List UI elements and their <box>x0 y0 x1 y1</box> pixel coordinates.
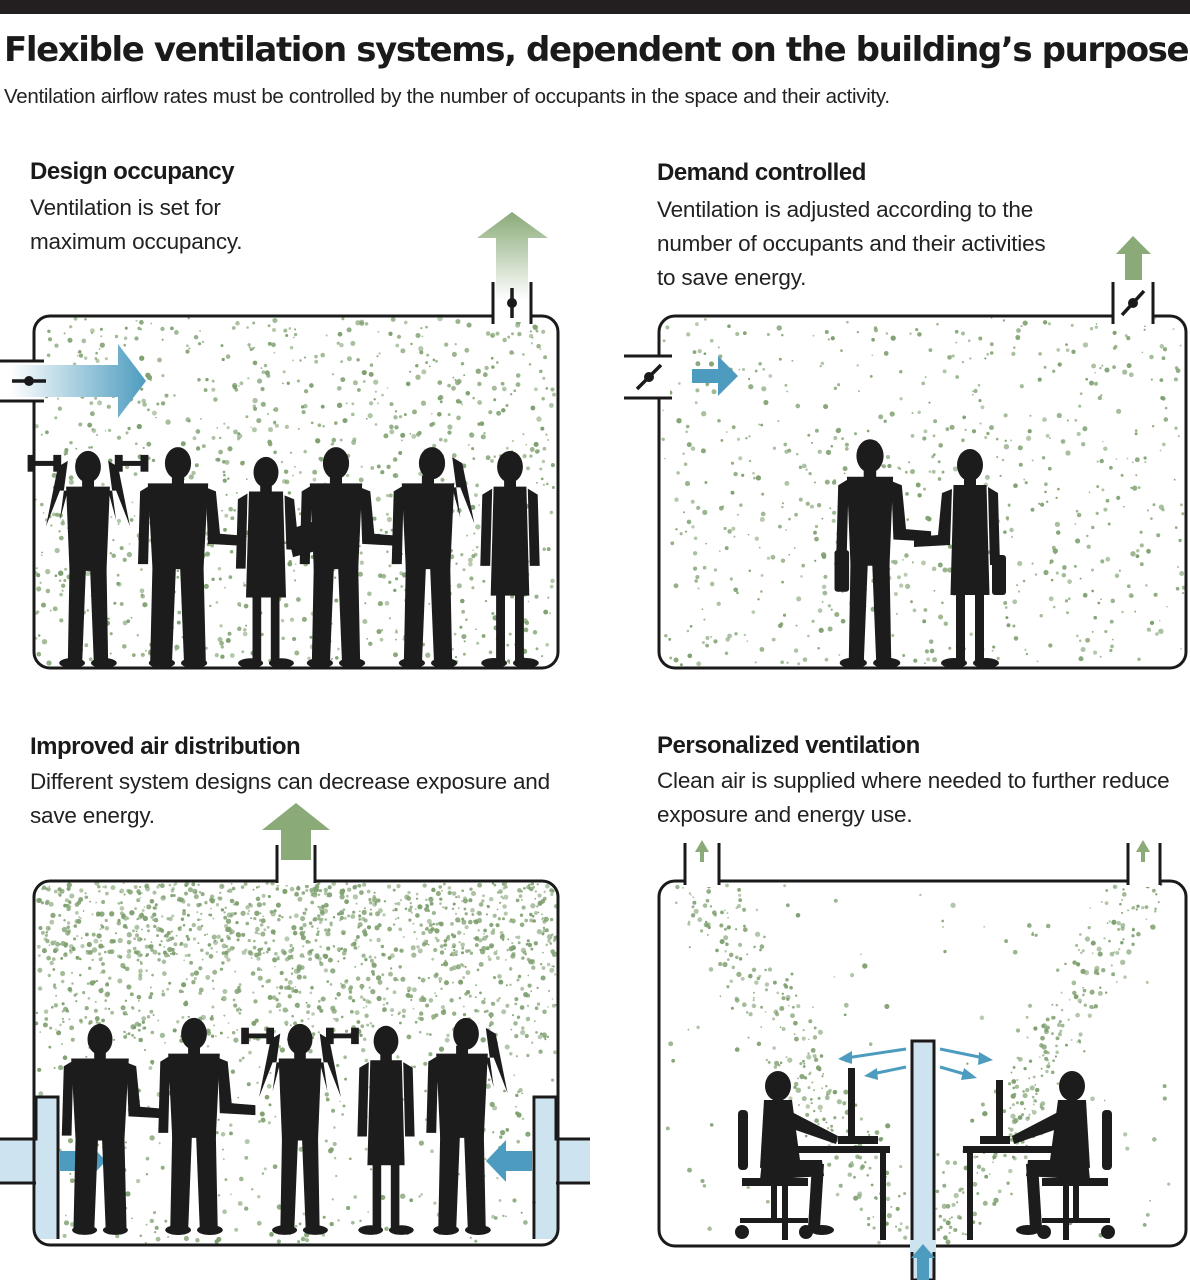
monitor-icon <box>838 1068 878 1144</box>
damper-icon <box>1120 289 1146 317</box>
air-particles <box>665 882 1171 1245</box>
person-silhouette-icon <box>391 447 475 668</box>
panel-description-design-occupancy: Ventilation is set for maximum occupancy… <box>30 195 243 254</box>
room-improved-air-distribution <box>0 803 590 1247</box>
exhaust-arrow-icon <box>262 803 330 860</box>
room-personalized-ventilation <box>657 840 1188 1280</box>
air-particles <box>661 317 1186 667</box>
room-design-occupancy <box>0 212 560 670</box>
chair-icon <box>1037 1110 1115 1239</box>
person-silhouette-icon <box>241 1023 359 1235</box>
panel-heading-design-occupancy: Design occupancy <box>30 158 235 185</box>
supply-column <box>910 1039 936 1280</box>
occupant-silhouettes <box>735 1068 1115 1240</box>
top-rule <box>0 0 1190 14</box>
panel-description-improved-air-distribution: Different system designs can decrease ex… <box>30 769 550 828</box>
exhaust-arrow-icon <box>1116 236 1151 280</box>
room-demand-controlled <box>624 236 1188 670</box>
supply-arrow-icon <box>692 356 738 396</box>
damper-icon <box>635 363 663 391</box>
occupant-silhouettes <box>27 447 540 668</box>
monitor-icon <box>980 1080 1010 1144</box>
person-silhouette-icon <box>480 450 540 668</box>
person-silhouette-icon <box>426 1017 508 1235</box>
exhaust-arrow-icon <box>477 212 548 300</box>
person-silhouette-icon <box>357 1025 415 1235</box>
person-silhouette-icon <box>1012 1071 1090 1235</box>
person-silhouette-icon <box>914 449 1006 668</box>
person-silhouette-icon <box>158 1017 256 1235</box>
desk-icon <box>778 1146 890 1240</box>
person-silhouette-icon <box>27 450 149 668</box>
person-silhouette-icon <box>299 447 399 668</box>
airflow-arrows <box>838 1047 993 1080</box>
panel-heading-improved-air-distribution: Improved air distribution <box>30 733 301 760</box>
person-silhouette-icon <box>61 1023 164 1235</box>
desk-icon <box>963 1146 1073 1240</box>
damper-icon <box>12 376 46 386</box>
page-subtitle: Ventilation airflow rates must be contro… <box>4 85 890 108</box>
occupant-silhouettes <box>61 1017 508 1235</box>
panel-heading-personalized-ventilation: Personalized ventilation <box>657 732 920 759</box>
chair-icon <box>735 1110 813 1239</box>
person-silhouette-icon <box>834 439 932 669</box>
supply-arrow-icon <box>10 344 146 418</box>
supply-arrow-icon <box>486 1140 532 1182</box>
exhaust-arrow-icon <box>695 840 709 862</box>
person-silhouette-icon <box>235 456 322 668</box>
panel-description-demand-controlled: Ventilation is adjusted according to the… <box>657 197 1046 290</box>
panel-description-personalized-ventilation: Clean air is supplied where needed to fu… <box>657 768 1170 827</box>
supply-arrow-icon <box>911 1244 935 1280</box>
damper-icon <box>507 288 517 318</box>
exhaust-arrow-icon <box>1136 840 1150 862</box>
person-silhouette-icon <box>138 447 245 668</box>
occupant-silhouettes <box>834 439 1006 669</box>
person-silhouette-icon <box>760 1071 838 1235</box>
page-title: Flexible ventilation systems, dependent … <box>4 30 1190 70</box>
panel-heading-demand-controlled: Demand controlled <box>657 159 866 186</box>
